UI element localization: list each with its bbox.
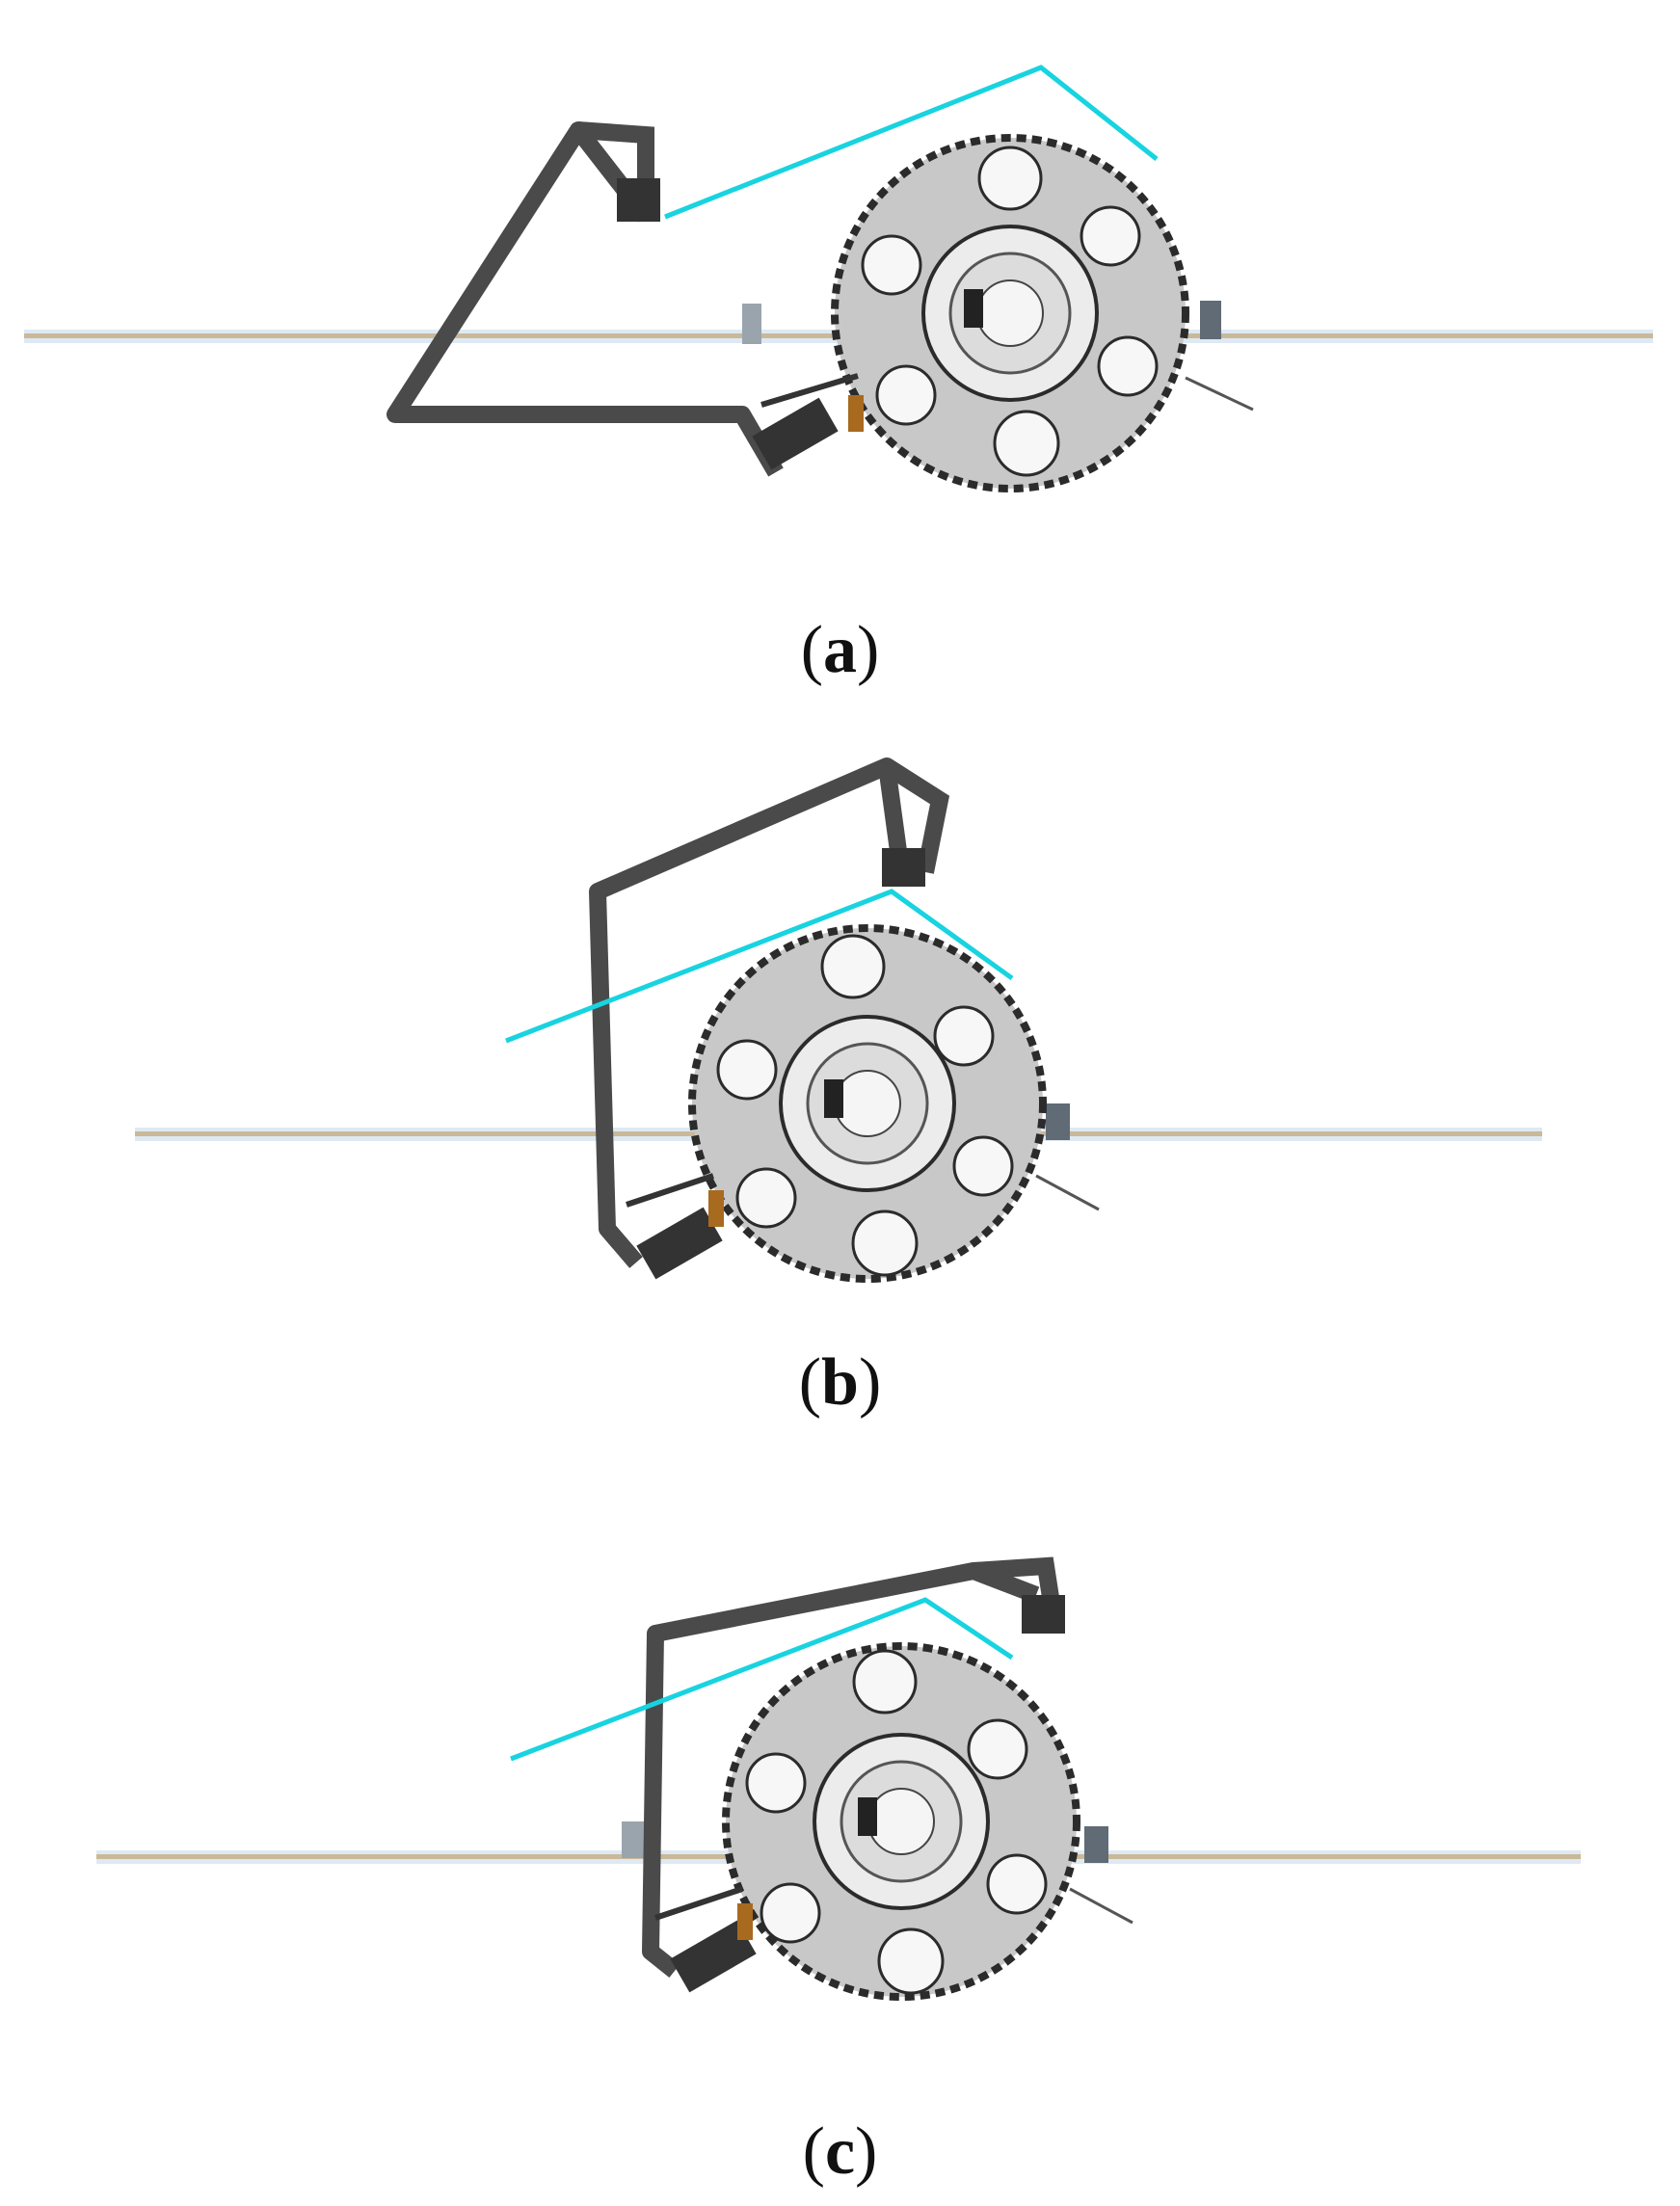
cyan-beam-line — [510, 1597, 1014, 1762]
panel-a: (a) — [0, 0, 1680, 694]
caption-c: (c) — [802, 2114, 878, 2189]
rail-clamp-right — [1200, 301, 1221, 339]
panel-a-illustration — [24, 65, 1653, 492]
space-station-module-icon — [831, 134, 1189, 492]
robotic-arm-icon — [589, 757, 950, 1280]
rail-clamp-right — [1084, 1826, 1108, 1863]
panel-b-illustration — [135, 757, 1542, 1283]
rail-clamp-right — [1046, 1103, 1070, 1140]
caption-b: (b) — [798, 1345, 882, 1420]
panel-c: (c) — [0, 1484, 1680, 2206]
antenna — [1069, 1887, 1133, 1925]
cyan-beam-line — [664, 65, 1159, 220]
antenna — [1185, 376, 1254, 412]
panel-b: (b) — [0, 737, 1680, 1431]
antenna — [1035, 1174, 1100, 1211]
robotic-arm-icon — [387, 121, 864, 477]
space-station-module-icon — [688, 924, 1047, 1283]
space-station-module-icon — [722, 1642, 1080, 2001]
robotic-arm-icon — [642, 1556, 1065, 1993]
rail-clamp-left — [742, 304, 761, 344]
panel-c-illustration — [96, 1556, 1581, 2001]
cyan-beam-line — [505, 889, 1014, 1044]
caption-a: (a) — [800, 613, 880, 687]
